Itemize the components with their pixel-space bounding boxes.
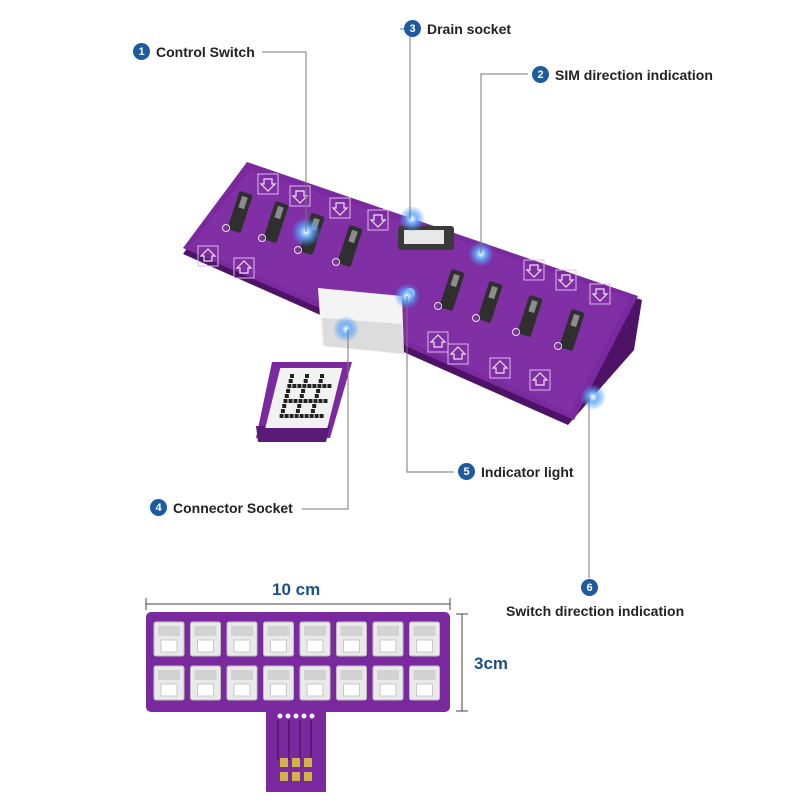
direction-arrow-icon xyxy=(447,343,469,365)
glow-marker-switch-direction xyxy=(580,384,606,410)
flat-board-module xyxy=(372,665,404,701)
direction-arrow-icon xyxy=(523,259,545,281)
leader-line-1 xyxy=(262,51,307,232)
leader-line-5 xyxy=(406,296,454,473)
direction-arrow-icon xyxy=(257,173,279,195)
direction-arrow-icon xyxy=(233,257,255,279)
callout-label-sim-direction: SIM direction indication xyxy=(555,66,713,83)
flat-board-module xyxy=(226,621,258,657)
direction-arrow-icon xyxy=(289,185,311,207)
callout-connector-socket: 4 Connector Socket xyxy=(150,499,293,516)
direction-arrow-icon xyxy=(555,269,577,291)
callout-number-4: 4 xyxy=(150,499,167,516)
callout-control-switch: 1 Control Switch xyxy=(133,43,255,60)
callout-number-2: 2 xyxy=(532,66,549,83)
callout-label-control-switch: Control Switch xyxy=(156,43,255,60)
flat-board-module xyxy=(263,665,294,701)
flat-board-module xyxy=(190,621,221,657)
direction-arrow-icon xyxy=(367,209,389,231)
direction-arrow-icon xyxy=(589,283,611,305)
flat-board-module xyxy=(372,621,404,657)
control-switch-icon xyxy=(332,225,363,267)
direction-arrow-icon xyxy=(329,197,351,219)
width-dimension-label: 10 cm xyxy=(272,580,321,599)
callout-number-1: 1 xyxy=(133,43,150,60)
flat-board-module xyxy=(153,621,185,657)
callout-label-drain-socket: Drain socket xyxy=(427,20,512,37)
control-switches xyxy=(222,191,585,351)
flat-board-module xyxy=(299,621,331,657)
control-switch-icon xyxy=(434,269,465,311)
leader-line-3 xyxy=(400,28,411,219)
direction-arrow-icon xyxy=(427,331,449,353)
flat-board-module xyxy=(153,665,185,701)
flat-board-module xyxy=(226,665,258,701)
direction-arrow-icon xyxy=(489,357,511,379)
height-dimension-label: 3cm xyxy=(474,654,509,673)
callout-number-6: 6 xyxy=(581,579,598,596)
callout-indicator-light: 5 Indicator light xyxy=(458,463,574,480)
flat-board-module xyxy=(409,621,440,657)
control-switch-icon xyxy=(472,281,503,323)
qr-code xyxy=(279,374,332,418)
control-switch-icon xyxy=(222,191,253,233)
leader-line-2 xyxy=(480,73,528,254)
flat-board-module xyxy=(409,665,440,701)
glow-marker-connector-socket xyxy=(333,316,359,342)
flat-board-module xyxy=(299,665,331,701)
callout-label-connector-socket: Connector Socket xyxy=(173,499,293,516)
control-switch-icon xyxy=(258,201,289,243)
callout-label-switch-direction: Switch direction indication xyxy=(506,603,685,619)
callout-number-5: 5 xyxy=(458,463,475,480)
callout-switch-direction: 6 xyxy=(581,579,598,596)
leader-line-4 xyxy=(302,329,349,510)
callout-label-indicator-light: Indicator light xyxy=(481,463,574,480)
flat-board-module xyxy=(336,621,367,657)
callout-number-3: 3 xyxy=(404,20,421,37)
direction-arrows xyxy=(197,173,611,391)
dimension-lines xyxy=(145,598,468,712)
flat-board-module xyxy=(263,621,294,657)
callout-sim-direction: 2 SIM direction indication xyxy=(532,66,713,83)
direction-arrow-icon xyxy=(529,369,551,391)
glow-marker-drain-socket xyxy=(399,206,425,232)
control-switch-icon xyxy=(512,295,543,337)
flat-board xyxy=(146,612,450,792)
tail-traces xyxy=(277,713,315,781)
control-switch-icon xyxy=(554,309,585,351)
flex-cable xyxy=(256,362,352,442)
flat-board-module xyxy=(190,665,221,701)
flat-board-module xyxy=(336,665,367,701)
callout-drain-socket: 3 Drain socket xyxy=(404,20,511,37)
direction-arrow-icon xyxy=(197,245,219,267)
